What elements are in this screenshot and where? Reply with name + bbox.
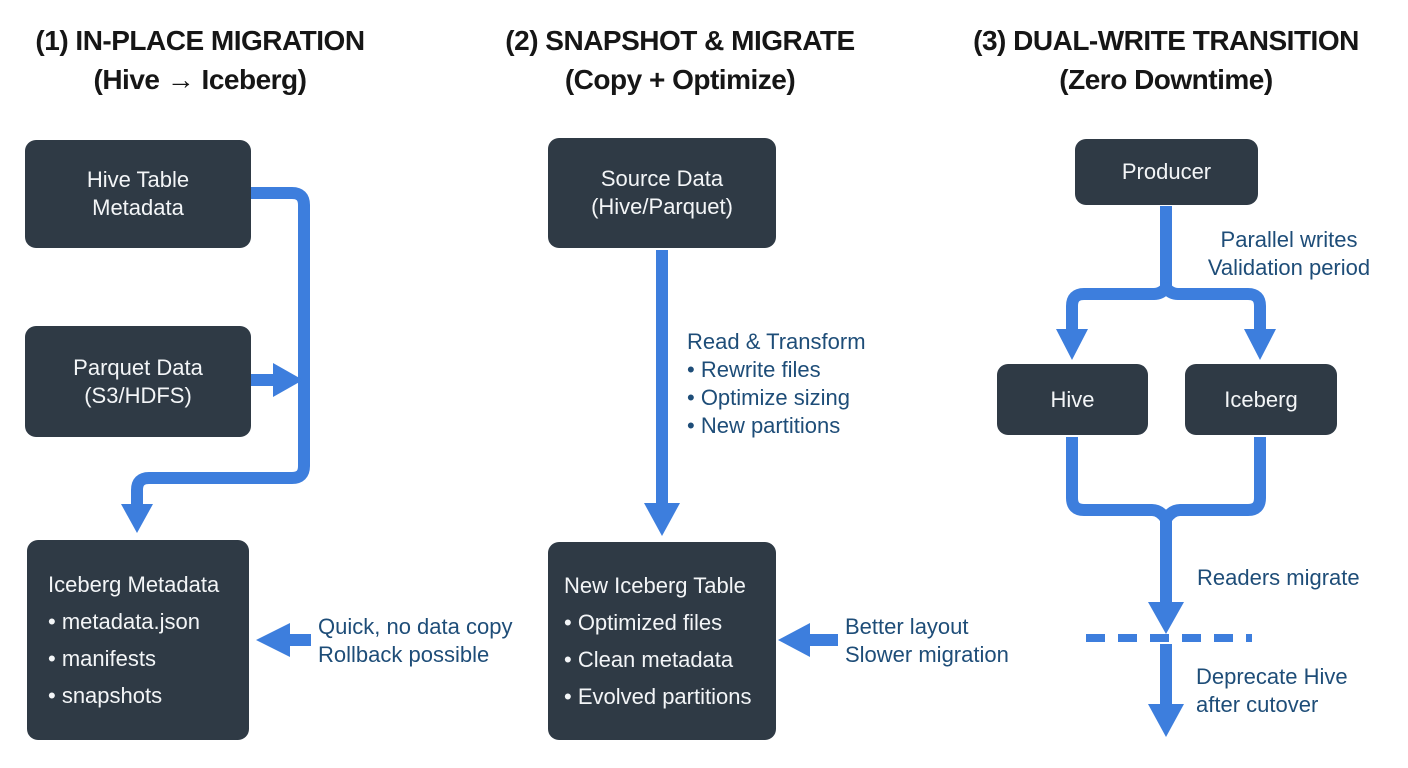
- node-line: Source Data: [600, 166, 724, 191]
- panel-1-title: (1) IN-PLACE MIGRATION (Hive → Iceberg): [0, 21, 400, 99]
- new-iceberg-table-node: New Iceberg Table • Optimized files • Cl…: [548, 542, 776, 740]
- iceberg-node: Iceberg: [1185, 364, 1337, 435]
- right-arrowhead-icon: [273, 363, 303, 397]
- node-line: Producer: [1121, 159, 1212, 184]
- dual-write-merge-connector: [1066, 437, 1266, 525]
- node-title: New Iceberg Table: [564, 573, 746, 598]
- node-bullet: • Evolved partitions: [564, 684, 752, 709]
- panel-3-subtitle: (Zero Downtime): [1059, 64, 1273, 95]
- node-line: Hive: [1050, 386, 1095, 412]
- node-title: Iceberg Metadata: [48, 572, 220, 597]
- note-parallel-writes: Parallel writes Validation period: [1189, 226, 1389, 282]
- note-line: Parallel writes: [1220, 227, 1358, 252]
- producer-node: Producer: [1075, 139, 1258, 205]
- left-arrowhead-icon: [778, 623, 810, 657]
- note-line: Rollback possible: [318, 642, 490, 667]
- hive-node: Hive: [997, 364, 1148, 435]
- note-line: Quick, no data copy: [318, 614, 513, 639]
- down-arrowhead-icon: [121, 504, 153, 533]
- node-bullet: • manifests: [48, 646, 156, 671]
- left-arrowhead-icon: [256, 623, 290, 657]
- node-line: Iceberg: [1224, 386, 1298, 412]
- node-line: Metadata: [92, 195, 184, 220]
- down-arrowhead-icon: [1244, 329, 1276, 360]
- node-line: (S3/HDFS): [84, 382, 192, 408]
- note-bullet: • Optimize sizing: [687, 385, 850, 410]
- node-bullet: • snapshots: [48, 683, 163, 708]
- note-read-transform: Read & Transform • Rewrite files • Optim…: [687, 328, 866, 440]
- node-line: Parquet Data: [73, 354, 203, 380]
- note-bullet: • New partitions: [687, 413, 841, 438]
- parquet-data-node: Parquet Data (S3/HDFS): [25, 326, 251, 437]
- panel-2-title-line: (2) SNAPSHOT & MIGRATE: [505, 25, 855, 56]
- down-arrowhead-icon: [1148, 704, 1184, 737]
- node-bullet: • Optimized files: [564, 610, 723, 635]
- source-data-node: Source Data (Hive/Parquet): [548, 138, 776, 248]
- dual-write-split-connector: [1066, 282, 1266, 331]
- panel-1-title-line: (1) IN-PLACE MIGRATION: [35, 25, 365, 56]
- down-arrowhead-icon: [1056, 329, 1088, 360]
- panel-2-title: (2) SNAPSHOT & MIGRATE (Copy + Optimize): [480, 21, 880, 99]
- node-bullet: • metadata.json: [48, 609, 201, 634]
- note-line: Slower migration: [845, 642, 1009, 667]
- down-arrowhead-icon: [1148, 602, 1184, 634]
- panel-3-title: (3) DUAL-WRITE TRANSITION (Zero Downtime…: [966, 21, 1366, 99]
- panel-1-subtitle: (Hive → Iceberg): [93, 64, 307, 95]
- panel-3-title-line: (3) DUAL-WRITE TRANSITION: [973, 25, 1359, 56]
- note-line: Read & Transform: [687, 329, 866, 354]
- hive-metadata-to-iceberg-connector: [131, 187, 310, 506]
- panel-2-subtitle: (Copy + Optimize): [564, 64, 796, 95]
- note-line: Readers migrate: [1197, 565, 1360, 590]
- iceberg-metadata-node: Iceberg Metadata • metadata.json • manif…: [27, 540, 249, 740]
- note-deprecate-hive: Deprecate Hive after cutover: [1196, 663, 1348, 719]
- note-better-layout: Better layout Slower migration: [845, 613, 1009, 669]
- note-line: after cutover: [1196, 692, 1319, 717]
- note-readers-migrate: Readers migrate: [1197, 564, 1360, 592]
- note-bullet: • Rewrite files: [687, 357, 821, 382]
- down-arrowhead-icon: [644, 503, 680, 536]
- node-line: Hive Table: [86, 167, 190, 192]
- note-line: Better layout: [845, 614, 969, 639]
- node-bullet: • Clean metadata: [564, 647, 734, 672]
- note-quick-no-copy: Quick, no data copy Rollback possible: [318, 613, 512, 669]
- note-line: Deprecate Hive: [1196, 664, 1348, 689]
- hive-table-metadata-node: Hive Table Metadata: [25, 140, 251, 248]
- node-line: (Hive/Parquet): [591, 194, 733, 219]
- note-line: Validation period: [1207, 255, 1371, 280]
